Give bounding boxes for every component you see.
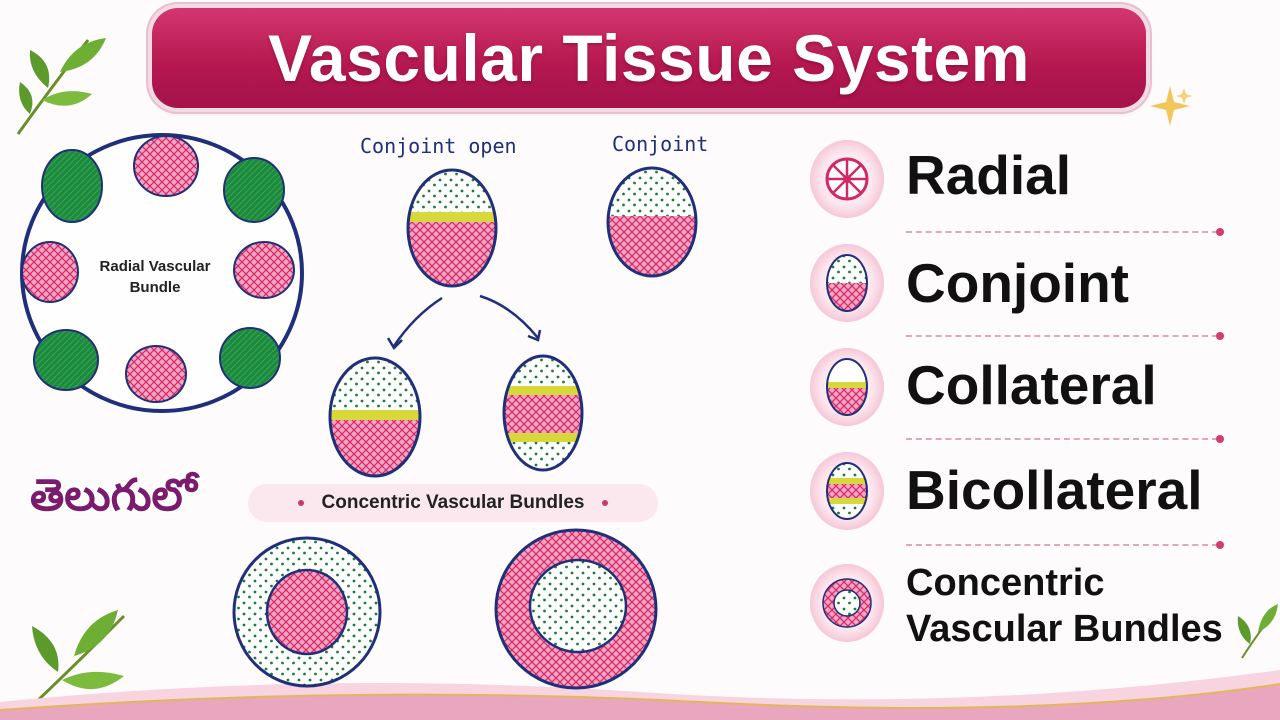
- concentric-bundle-diagram: [232, 536, 382, 688]
- xylem-patch: [21, 241, 79, 303]
- radial-bundle-diagram: [20, 133, 304, 413]
- legend-label-concentric-line1: Concentric: [906, 562, 1105, 604]
- legend-separator: [906, 435, 1224, 443]
- legend-separator: [906, 332, 1224, 340]
- phloem-patch: [219, 327, 281, 389]
- collateral-diagram: [328, 356, 422, 478]
- sparkle-icon: [1150, 86, 1192, 126]
- phloem-patch: [41, 149, 103, 223]
- legend-separator: [906, 541, 1224, 549]
- concentric-heading: Concentric Vascular Bundles: [321, 492, 585, 513]
- concentric-bundle-diagram: [494, 528, 658, 690]
- xylem-patch: [233, 241, 295, 299]
- conjoint-label: Conjoint: [612, 132, 709, 156]
- legend-label-conjoint: Conjoint: [906, 252, 1129, 314]
- concentric-heading-pill: Concentric Vascular Bundles: [248, 484, 658, 522]
- language-badge: తెలుగులో: [30, 470, 197, 521]
- radial-icon: [810, 140, 884, 218]
- conjoint-icon: [810, 244, 884, 322]
- xylem-patch: [133, 135, 199, 197]
- leaf-decoration-icon: [32, 610, 126, 706]
- bottom-wave-decoration: [0, 670, 1280, 720]
- phloem-patch: [33, 329, 99, 391]
- leaf-decoration-icon: [16, 38, 106, 135]
- arrow-left-icon: [386, 296, 443, 351]
- legend-separator: [906, 228, 1224, 236]
- collateral-icon: [810, 348, 884, 426]
- bicollateral-diagram: [502, 354, 584, 472]
- xylem-patch: [125, 345, 187, 403]
- page-title: Vascular Tissue System: [268, 21, 1030, 95]
- legend-label-collateral: Collateral: [906, 354, 1157, 416]
- legend-label-radial: Radial: [906, 144, 1072, 206]
- phloem-patch: [223, 157, 285, 223]
- radial-bundle-label: Radial Vascular Bundle: [99, 258, 211, 296]
- pill-dot-icon: [602, 500, 609, 506]
- arrow-right-icon: [479, 294, 542, 342]
- leaf-decoration-icon: [1237, 604, 1278, 659]
- conjoint-diagram: [606, 166, 698, 278]
- pill-dot-icon: [297, 500, 304, 506]
- legend-label-concentric: Concentric Vascular Bundles: [906, 560, 1223, 652]
- legend-label-concentric-line2: Vascular Bundles: [906, 608, 1223, 650]
- conjoint-open-label: Conjoint open: [360, 134, 517, 158]
- legend-label-bicollateral: Bicollateral: [906, 459, 1203, 521]
- conjoint-open-diagram: [406, 168, 498, 288]
- concentric-icon: [810, 564, 884, 642]
- title-banner: Vascular Tissue System: [152, 8, 1146, 108]
- bicollateral-icon: [810, 452, 884, 530]
